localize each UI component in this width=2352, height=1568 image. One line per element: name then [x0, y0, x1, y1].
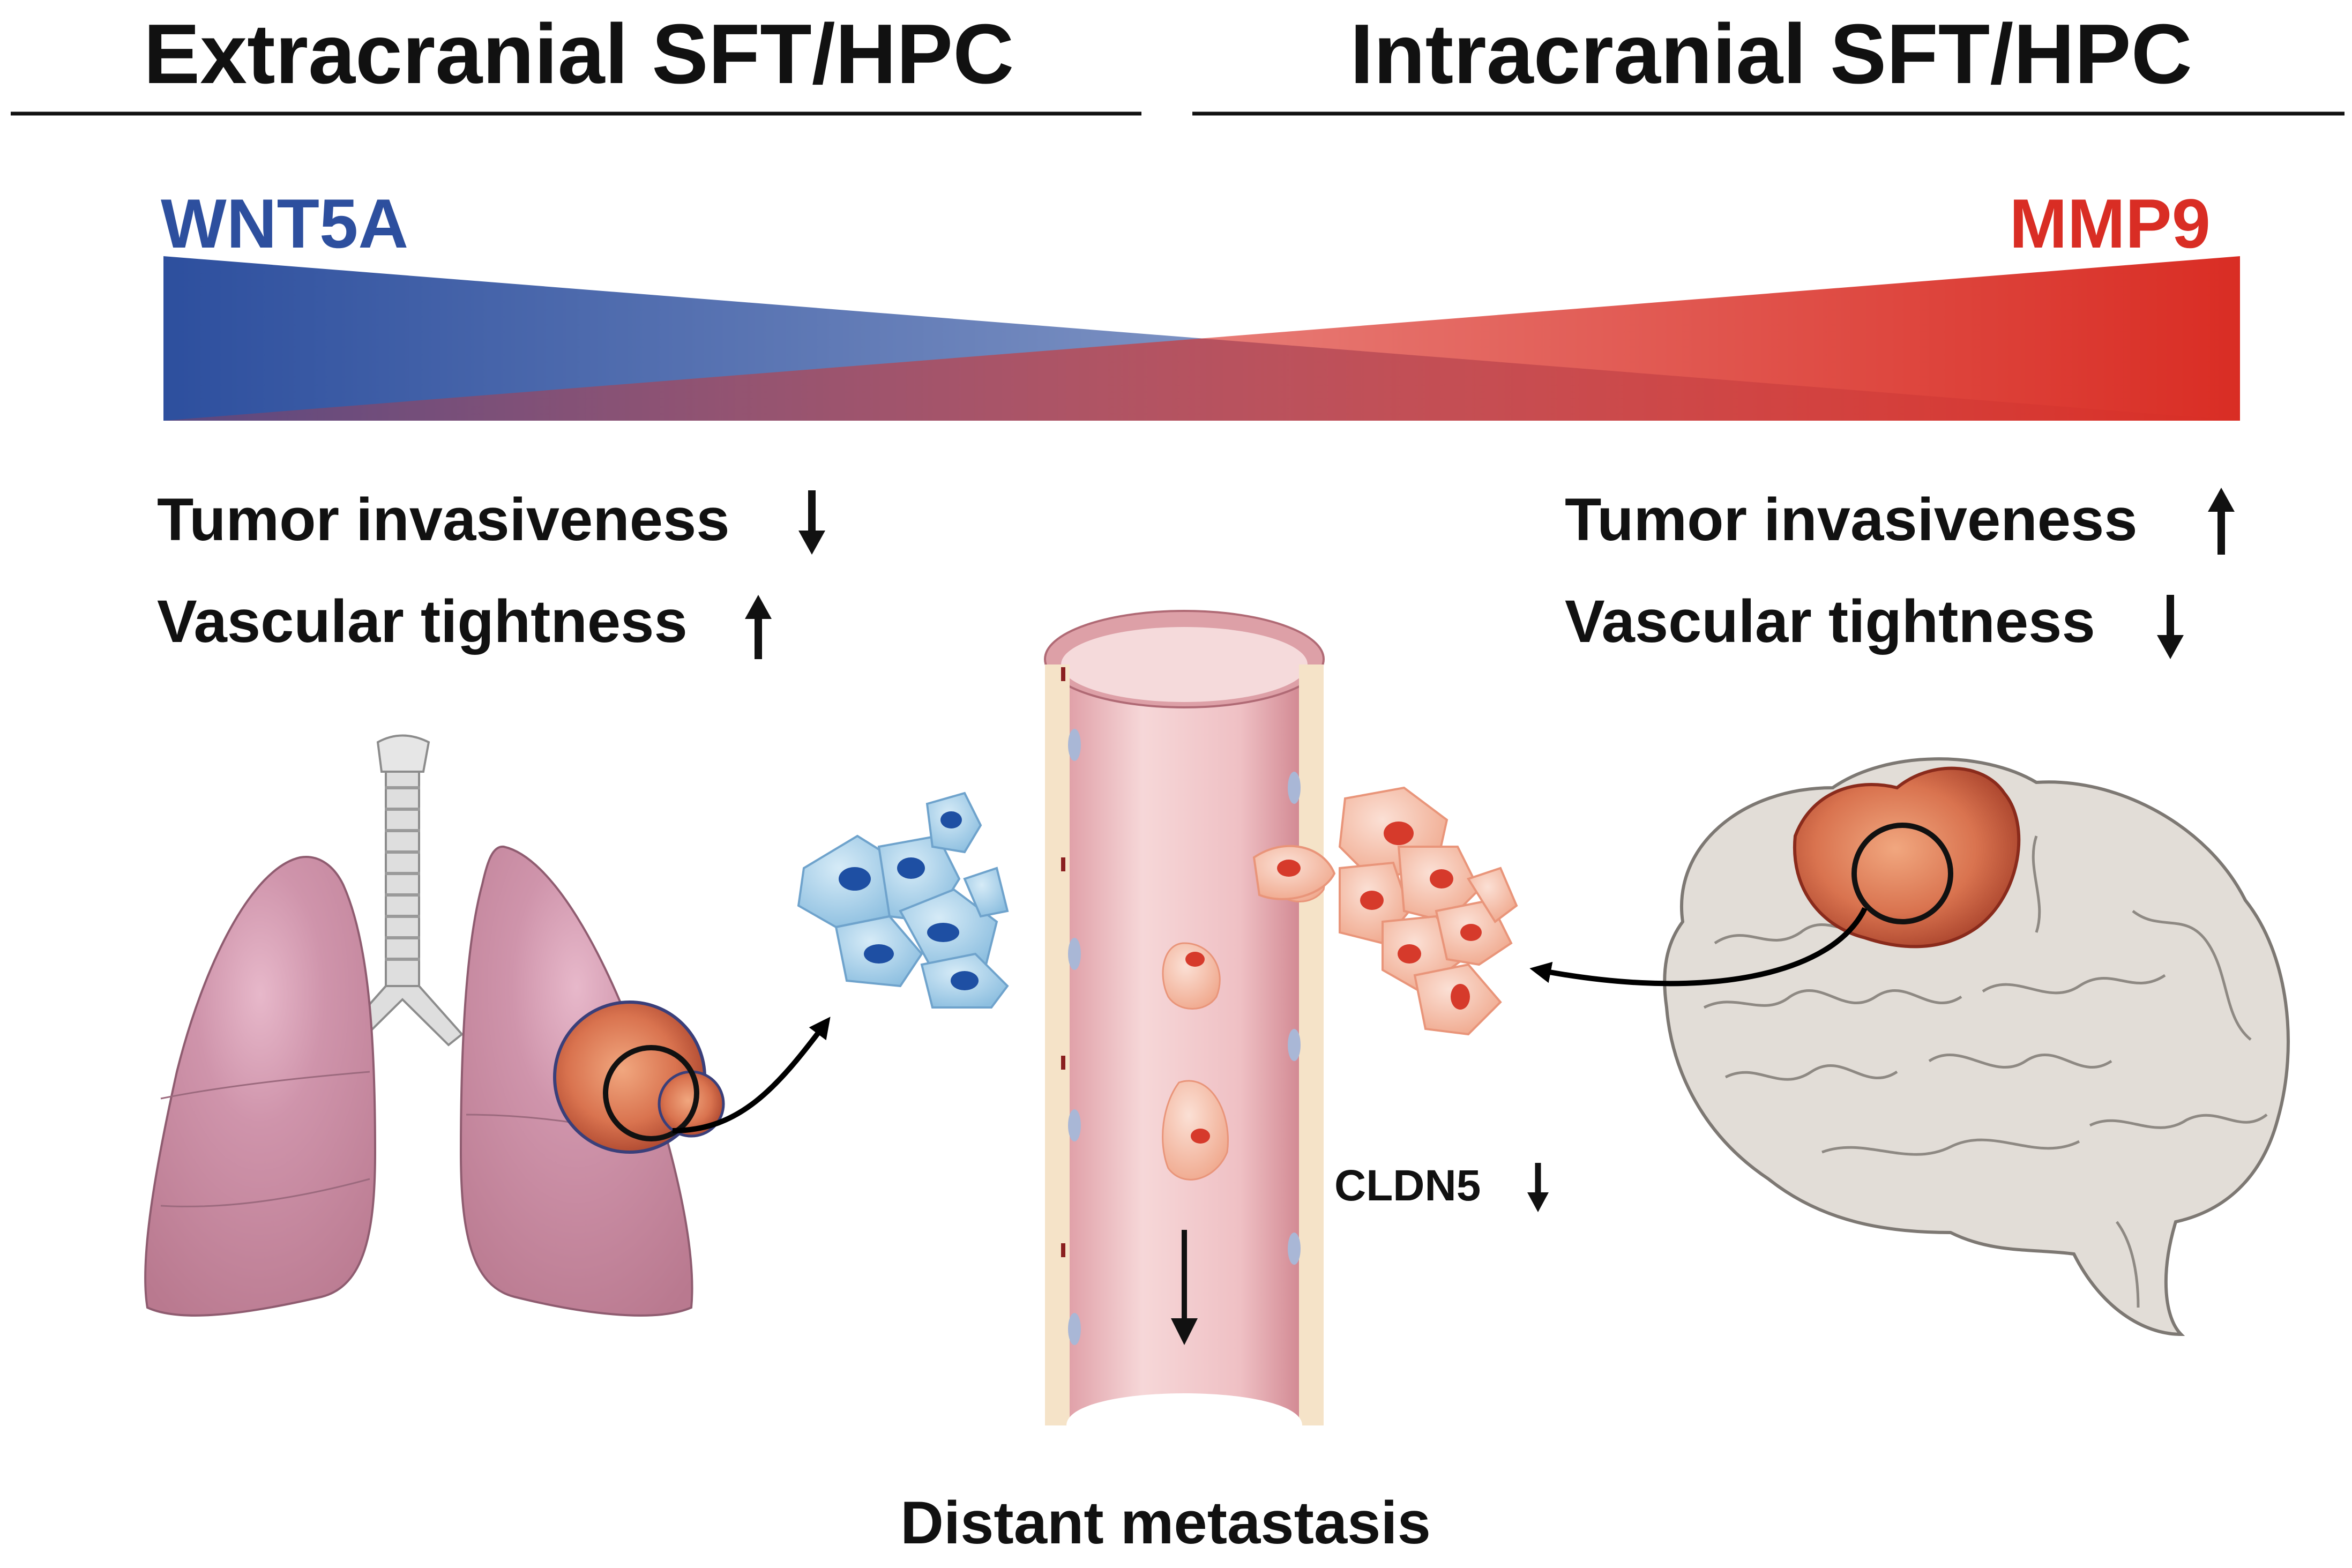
mmp9-gradient-wedge: [163, 256, 2240, 421]
left-lung: [144, 856, 377, 1317]
wnt5a-label: WNT5A: [161, 184, 408, 263]
arrow-up-icon: [745, 595, 772, 659]
arrow-up-icon: [2208, 488, 2235, 555]
brain-to-cells-arrow: [1529, 907, 1868, 987]
right-tightness-text: Vascular tightness: [1565, 588, 2095, 655]
cldn5-label: CLDN5: [1334, 1161, 1481, 1210]
lung-to-cells-arrow: [672, 1017, 831, 1133]
lungs-illustration: [144, 734, 831, 1317]
blood-vessel: [1044, 610, 1325, 1425]
extracranial-tumor-cells: [797, 792, 1009, 1009]
header-extracranial: Extracranial SFT/HPC: [144, 7, 1014, 101]
arrow-down-icon: [2157, 595, 2184, 659]
arrow-down-icon: [1527, 1163, 1549, 1212]
right-invasiveness-text: Tumor invasiveness: [1565, 486, 2138, 553]
header-intracranial: Intracranial SFT/HPC: [1350, 7, 2192, 101]
arrow-down-icon: [798, 490, 825, 555]
trachea: [341, 734, 464, 1047]
brain-illustration: [1529, 757, 2290, 1336]
lung-tumor: [553, 1000, 725, 1154]
brain-tumor: [1793, 766, 2021, 949]
left-invasiveness-text: Tumor invasiveness: [157, 486, 730, 553]
distant-metastasis-caption: Distant metastasis: [900, 1489, 1431, 1556]
left-tightness-text: Vascular tightness: [157, 588, 688, 655]
intracranial-tumor-cells: [1252, 786, 1518, 1036]
flow-arrow-down-icon: [1171, 1230, 1198, 1345]
mmp9-label: MMP9: [2009, 184, 2211, 263]
